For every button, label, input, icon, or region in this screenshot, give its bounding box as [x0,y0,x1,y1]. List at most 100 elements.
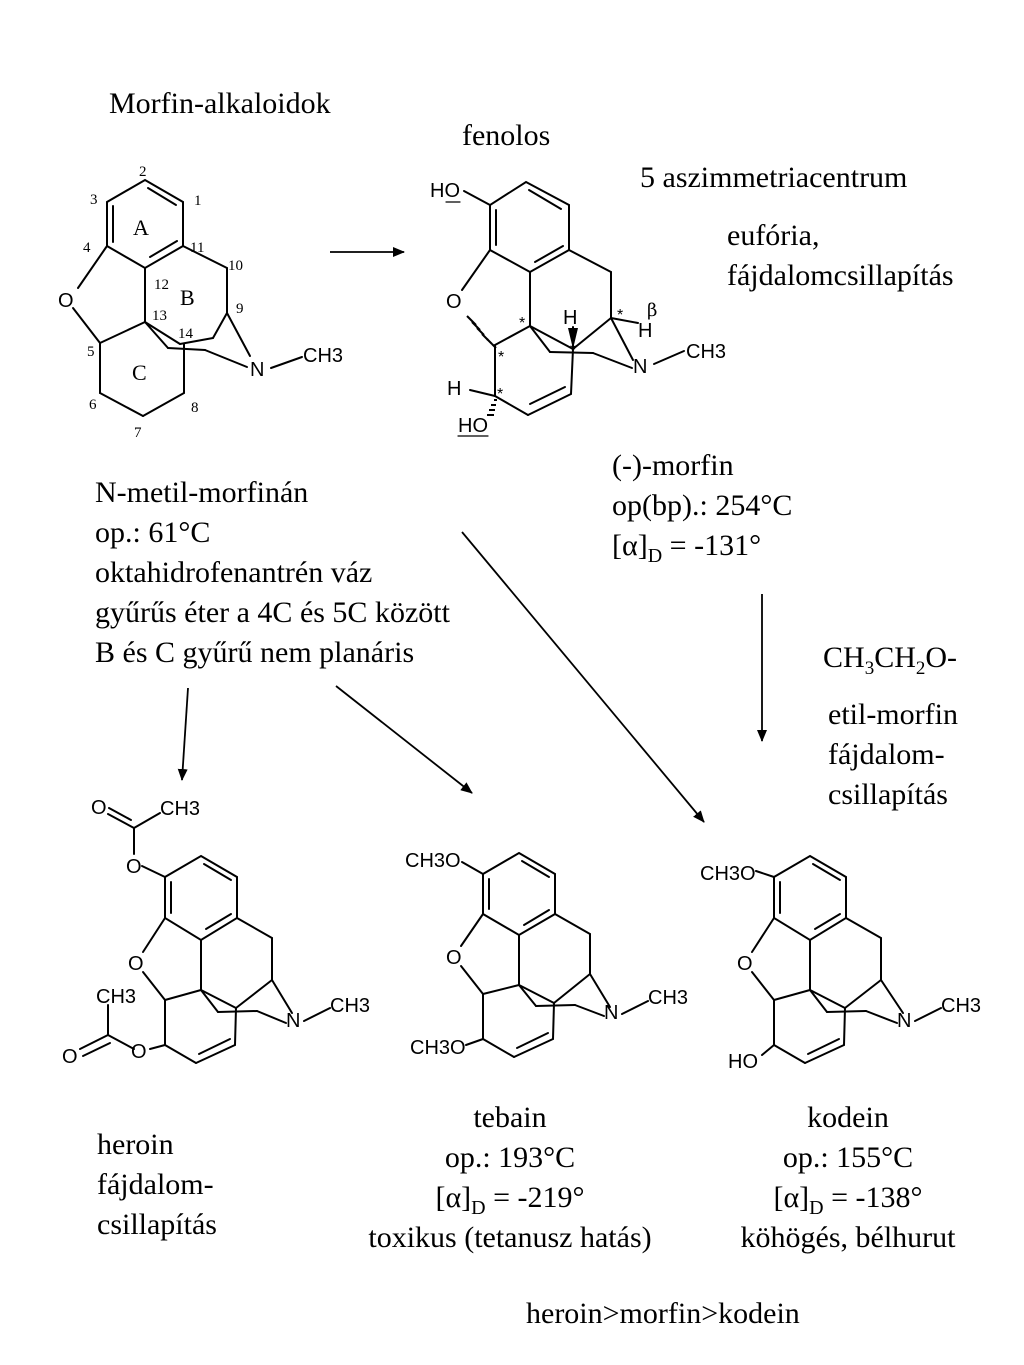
morphine-rotation: [α]D = -131° [612,529,762,567]
tebain-labels: CH3O O CH3O N CH3 [405,850,688,1059]
atom-number: 3 [90,192,98,208]
morphine-structure [445,180,685,437]
tebain-nitrogen: N [604,1002,618,1024]
heroin-methyl: CH3 [330,995,370,1017]
tebain-mp: op.: 193°C [444,1141,576,1174]
atom-number: 6 [89,397,97,413]
kodein-methyl: CH3 [941,995,981,1017]
ring-label-b: B [180,285,195,310]
asymmetric-center-mark: * [519,315,525,332]
morfinan-labels: O N CH3 1 2 3 4 5 6 7 8 9 10 11 12 13 14… [58,164,343,441]
kodein-methoxy: CH3O [700,863,756,885]
ethyl-formula: CH3CH2O- [823,641,958,679]
heroin-description: heroin fájdalom- csillapítás [97,1127,217,1247]
morphine-effect-line: eufória, [727,219,820,252]
heroin-line: fájdalom- [97,1168,214,1201]
tebain-ether-oxygen: O [446,947,462,969]
atom-number: 9 [236,301,244,317]
morphine-alcohol-oh: HO [458,415,488,437]
heroin-acetyl-oxygen-bottom: O [62,1046,78,1068]
tebain-name: tebain [473,1101,547,1134]
ethylmorphine-line: etil-morfin [828,698,958,731]
atom-number: 10 [228,258,243,274]
beta-label: β [647,300,657,321]
kodein-note: köhögés, bélhurut [740,1221,956,1254]
arrow-to-heroin [177,687,189,781]
asymmetric-center-mark: * [570,342,576,359]
morfinan-line: op.: 61°C [95,516,211,549]
morfinan-line: B és C gyűrű nem planáris [95,636,415,669]
atom-number: 8 [191,400,199,416]
asymmetric-center-mark: * [617,307,623,324]
arrow-to-kodein [461,531,705,823]
kodein-description: kodein op.: 155°C [α]D = -138° köhögés, … [708,1100,988,1260]
morfinan-methyl: CH3 [303,345,343,367]
morfinan-nitrogen: N [250,359,264,381]
asymmetric-center-mark: * [497,386,503,403]
kodein-structure [751,854,942,1064]
heroin-nitrogen: N [286,1010,300,1032]
morphine-effects: eufória, fájdalomcsillapítás [727,218,954,298]
ring-label-c: C [132,360,147,385]
tebain-rotation: [α]D = -219° [435,1181,585,1219]
label-asymmetric-centers: 5 aszimmetriacentrum [640,161,908,194]
tebain-structure [460,851,649,1058]
potency-order: heroin>morfin>kodein [526,1297,800,1330]
arrow-to-tebain [335,685,473,794]
heroin-acetyl-methyl-top: CH3 [160,798,200,820]
atom-number: 1 [194,193,202,209]
kodein-labels: CH3O O HO N CH3 [700,863,981,1073]
morphine-stereo-hashes [466,315,497,416]
morfinan-description: N-metil-morfinán op.: 61°C oktahidrofena… [95,475,450,675]
atom-number: 11 [190,240,204,256]
ring-label-a: A [133,215,149,240]
heroin-labels: O CH3 O O CH3 O O N CH3 [62,797,370,1068]
asymmetric-center-mark: * [498,349,504,366]
heroin-phenol-ester-oxygen: O [126,856,142,878]
morfinan-line: oktahidrofenantrén váz [95,556,373,589]
atom-number: 13 [152,308,167,324]
morphine-h-9: H [638,320,652,342]
kodein-nitrogen: N [897,1010,911,1032]
label-fenolos: fenolos [462,119,551,152]
heroin-acetyl-methyl-bottom: CH3 [96,986,136,1008]
heroin-line: heroin [97,1128,174,1161]
heroin-ether-oxygen: O [128,953,144,975]
kodein-ether-oxygen: O [737,953,753,975]
heroin-line: csillapítás [97,1208,217,1241]
morphine-ether-oxygen: O [446,291,462,313]
ethylmorphine-line: csillapítás [828,778,948,811]
tebain-methyl: CH3 [648,987,688,1009]
kodein-mp: op.: 155°C [782,1141,914,1174]
ethylmorphine-description: etil-morfin fájdalom- csillapítás [828,697,958,817]
morphine-methyl: CH3 [686,341,726,363]
tebain-methoxy-top: CH3O [405,850,461,872]
morfinan-oxygen: O [58,290,74,312]
morfinan-line: gyűrűs éter a 4C és 5C között [95,596,450,629]
kodein-rotation: [α]D = -138° [773,1181,923,1219]
tebain-description: tebain op.: 193°C [α]D = -219° toxikus (… [340,1100,680,1260]
morphine-name: (-)-morfin [612,449,734,482]
morphine-labels: HO O H H H HO N CH3 β * * * * * [430,180,726,437]
morphine-wedge-bond [568,328,578,349]
atom-number: 4 [83,240,91,256]
morphine-h-6: H [447,378,461,400]
morphine-description: (-)-morfin op(bp).: 254°C [α]D = -131° [612,448,792,568]
morphine-h-14: H [563,307,577,329]
kodein-hydroxyl: HO [728,1051,758,1073]
morphine-bp: op(bp).: 254°C [612,489,793,522]
heroin-alcohol-ester-oxygen: O [131,1041,147,1063]
heroin-acetyl-oxygen-top: O [91,797,107,819]
atom-number: 7 [134,425,142,441]
heroin-structure [79,807,331,1064]
atom-number: 14 [178,326,194,342]
ethylmorphine-line: fájdalom- [828,738,945,771]
kodein-name: kodein [807,1101,889,1134]
morfinan-line: N-metil-morfinán [95,476,309,509]
tebain-methoxy-bottom: CH3O [410,1037,466,1059]
atom-number: 5 [87,344,95,360]
atom-number: 2 [139,164,147,180]
atom-number: 12 [154,277,169,293]
morphine-nitrogen: N [633,356,647,378]
morphine-effect-line: fájdalomcsillapítás [727,259,954,292]
